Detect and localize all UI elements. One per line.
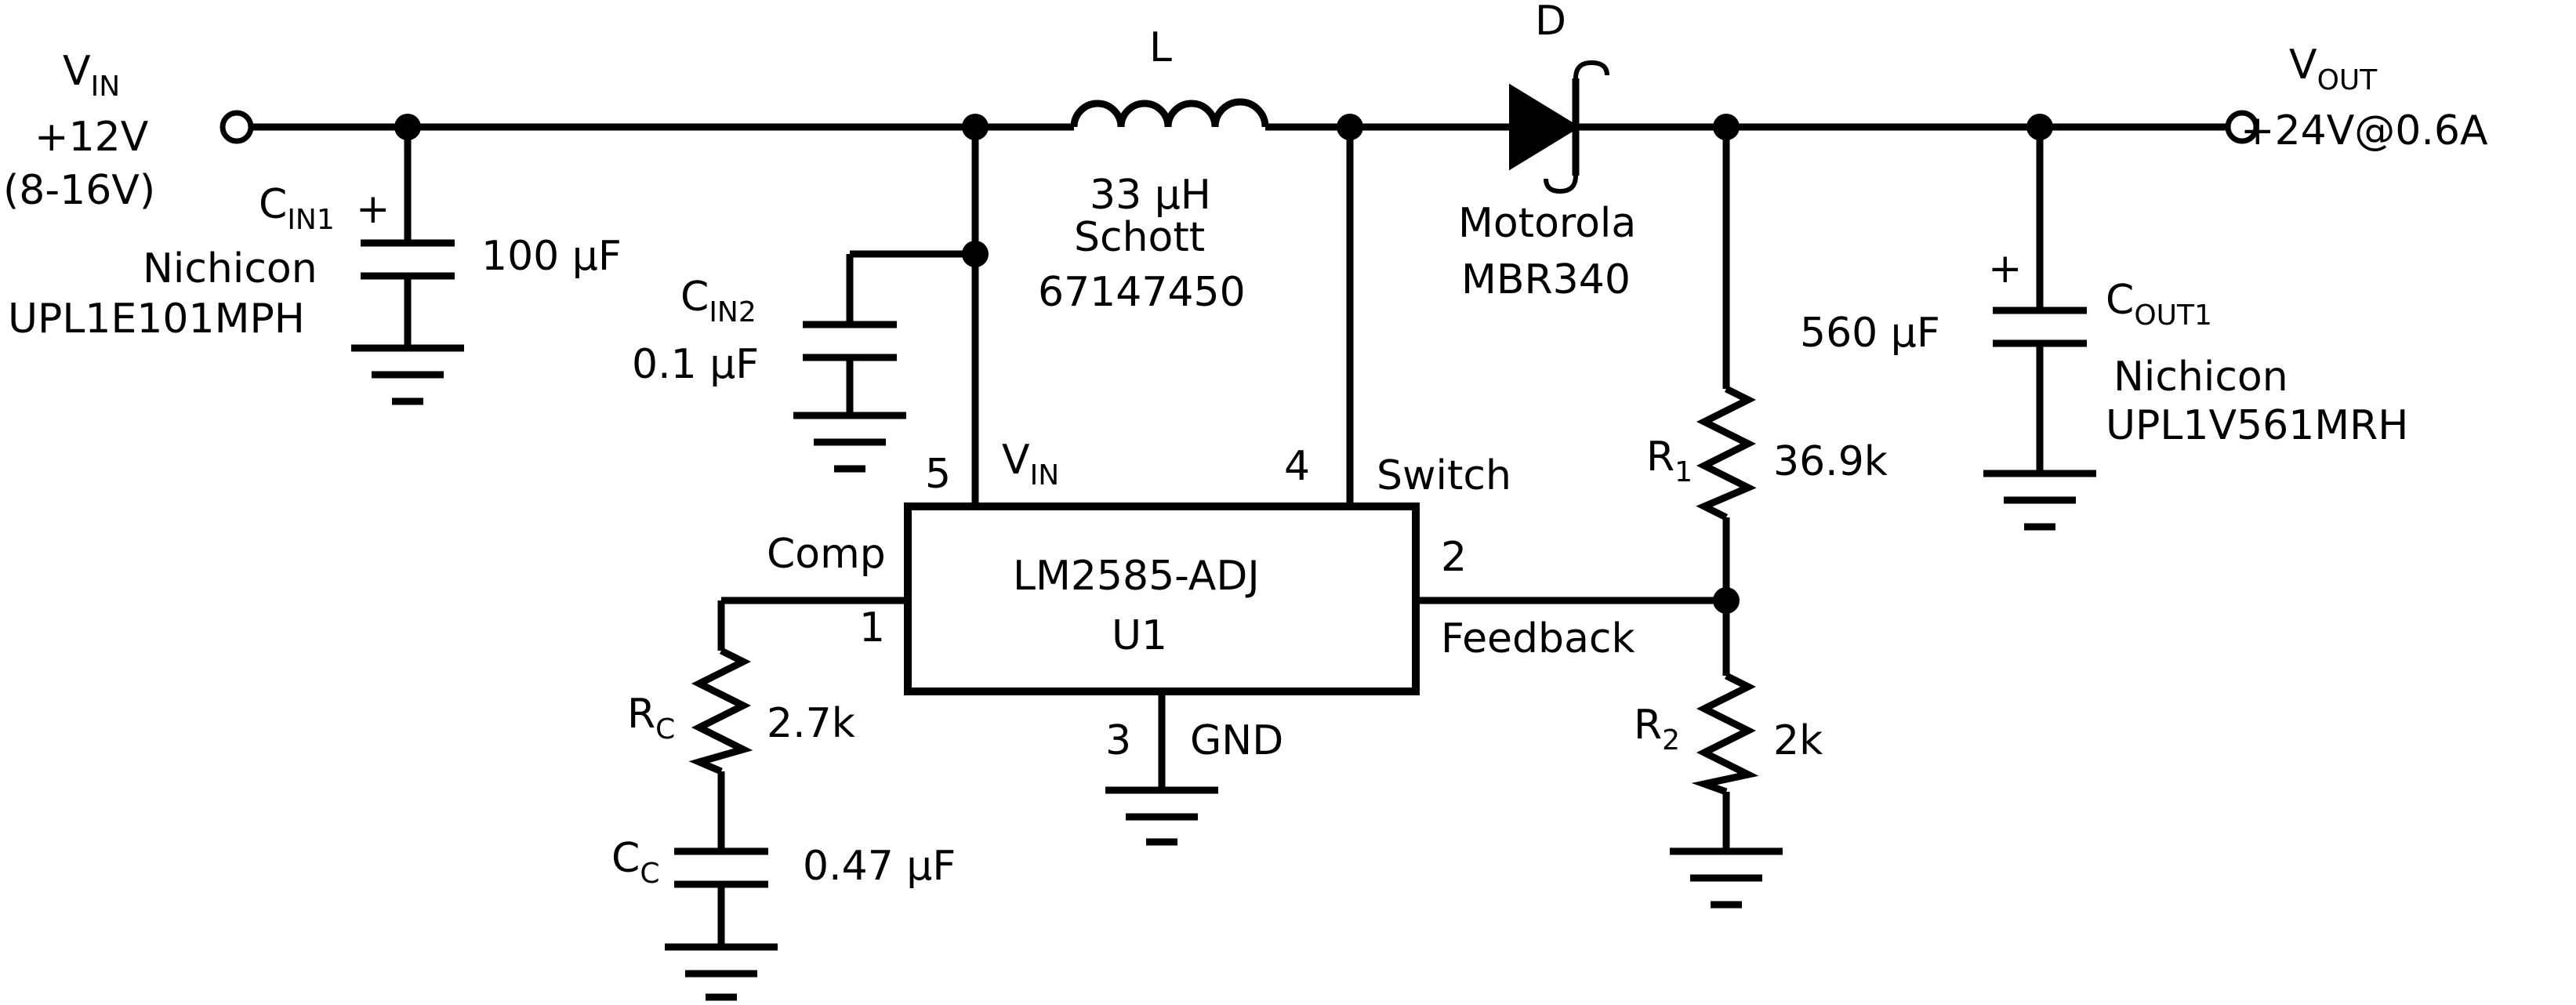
svg-text:33 µH: 33 µH: [1090, 172, 1211, 219]
input-labels: VIN +12V (8-16V): [3, 48, 155, 214]
svg-text:Feedback: Feedback: [1441, 615, 1635, 662]
ground-ic: [1105, 786, 1218, 846]
svg-text:LM2585-ADJ: LM2585-ADJ: [1013, 553, 1260, 600]
svg-text:R1: R1: [1646, 434, 1693, 488]
svg-text:Schott: Schott: [1074, 214, 1205, 261]
capacitor-cin2: CIN2 0.1 µF: [632, 274, 906, 473]
diode-d: D Motorola MBR340: [1458, 0, 1636, 303]
svg-text:MBR340: MBR340: [1461, 256, 1631, 303]
ground-r2: [1670, 847, 1783, 909]
svg-text:0.1 µF: 0.1 µF: [632, 341, 759, 388]
svg-text:0.47 µF: 0.47 µF: [803, 843, 956, 890]
capacitor-cout1: + 560 µF COUT1 Nichicon UPL1V561MRH: [1800, 245, 2408, 531]
output-terminal: [2225, 110, 2259, 144]
junction-dots: [394, 114, 2053, 614]
inductor-l: L 33 µH Schott 67147450: [1038, 24, 1269, 316]
svg-text:VOUT: VOUT: [2289, 42, 2378, 96]
capacitor-cc: CC 0.47 µF: [611, 835, 956, 1001]
svg-text:Motorola: Motorola: [1458, 200, 1636, 247]
svg-text:D: D: [1535, 0, 1566, 45]
svg-text:2k: 2k: [1773, 717, 1823, 764]
svg-text:Nichicon: Nichicon: [2113, 354, 2288, 401]
output-labels: VOUT +24V@0.6A: [2240, 42, 2488, 154]
svg-text:3: 3: [1105, 717, 1131, 764]
input-terminal: [220, 110, 254, 144]
svg-text:+24V@0.6A: +24V@0.6A: [2240, 107, 2488, 154]
svg-text:UPL1E101MPH: UPL1E101MPH: [8, 296, 305, 343]
svg-text:36.9k: 36.9k: [1773, 438, 1888, 485]
svg-text:R2: R2: [1634, 702, 1680, 756]
resistor-rc: RC 2.7k: [627, 647, 855, 775]
svg-text:UPL1V561MRH: UPL1V561MRH: [2106, 402, 2408, 449]
svg-text:2.7k: 2.7k: [767, 700, 855, 747]
resistor-r1: R1 36.9k: [1646, 385, 1888, 521]
svg-text:RC: RC: [627, 691, 675, 746]
svg-text:CIN2: CIN2: [680, 274, 756, 328]
svg-text:CC: CC: [611, 835, 659, 890]
svg-text:+: +: [1988, 245, 2023, 292]
svg-text:U1: U1: [1112, 612, 1167, 659]
svg-text:2: 2: [1441, 534, 1467, 581]
svg-text:560 µF: 560 µF: [1800, 310, 1940, 357]
svg-text:100 µF: 100 µF: [481, 233, 622, 280]
svg-text:67147450: 67147450: [1038, 269, 1246, 316]
svg-text:VIN: VIN: [1002, 437, 1059, 492]
svg-text:5: 5: [925, 451, 951, 498]
svg-text:4: 4: [1284, 443, 1310, 490]
svg-text:CIN1: CIN1: [259, 181, 335, 236]
svg-text:+12V: +12V: [34, 114, 149, 161]
svg-text:Comp: Comp: [767, 531, 886, 578]
svg-text:(8-16V): (8-16V): [3, 167, 155, 214]
svg-text:L: L: [1149, 24, 1172, 71]
svg-text:Switch: Switch: [1377, 452, 1511, 499]
resistor-r2: R2 2k: [1634, 672, 1823, 796]
svg-text:COUT1: COUT1: [2106, 277, 2212, 332]
wires: [246, 123, 2226, 947]
svg-text:GND: GND: [1190, 717, 1283, 764]
svg-text:+: +: [356, 186, 390, 233]
svg-text:VIN: VIN: [63, 48, 120, 103]
svg-text:Nichicon: Nichicon: [143, 245, 317, 292]
ic-u1: LM2585-ADJ U1 5 VIN 4 Switch Comp 1 2 Fe…: [767, 437, 1635, 764]
svg-text:1: 1: [859, 604, 885, 651]
capacitor-cin1: + CIN1 100 µF Nichicon UPL1E101MPH: [8, 181, 622, 405]
